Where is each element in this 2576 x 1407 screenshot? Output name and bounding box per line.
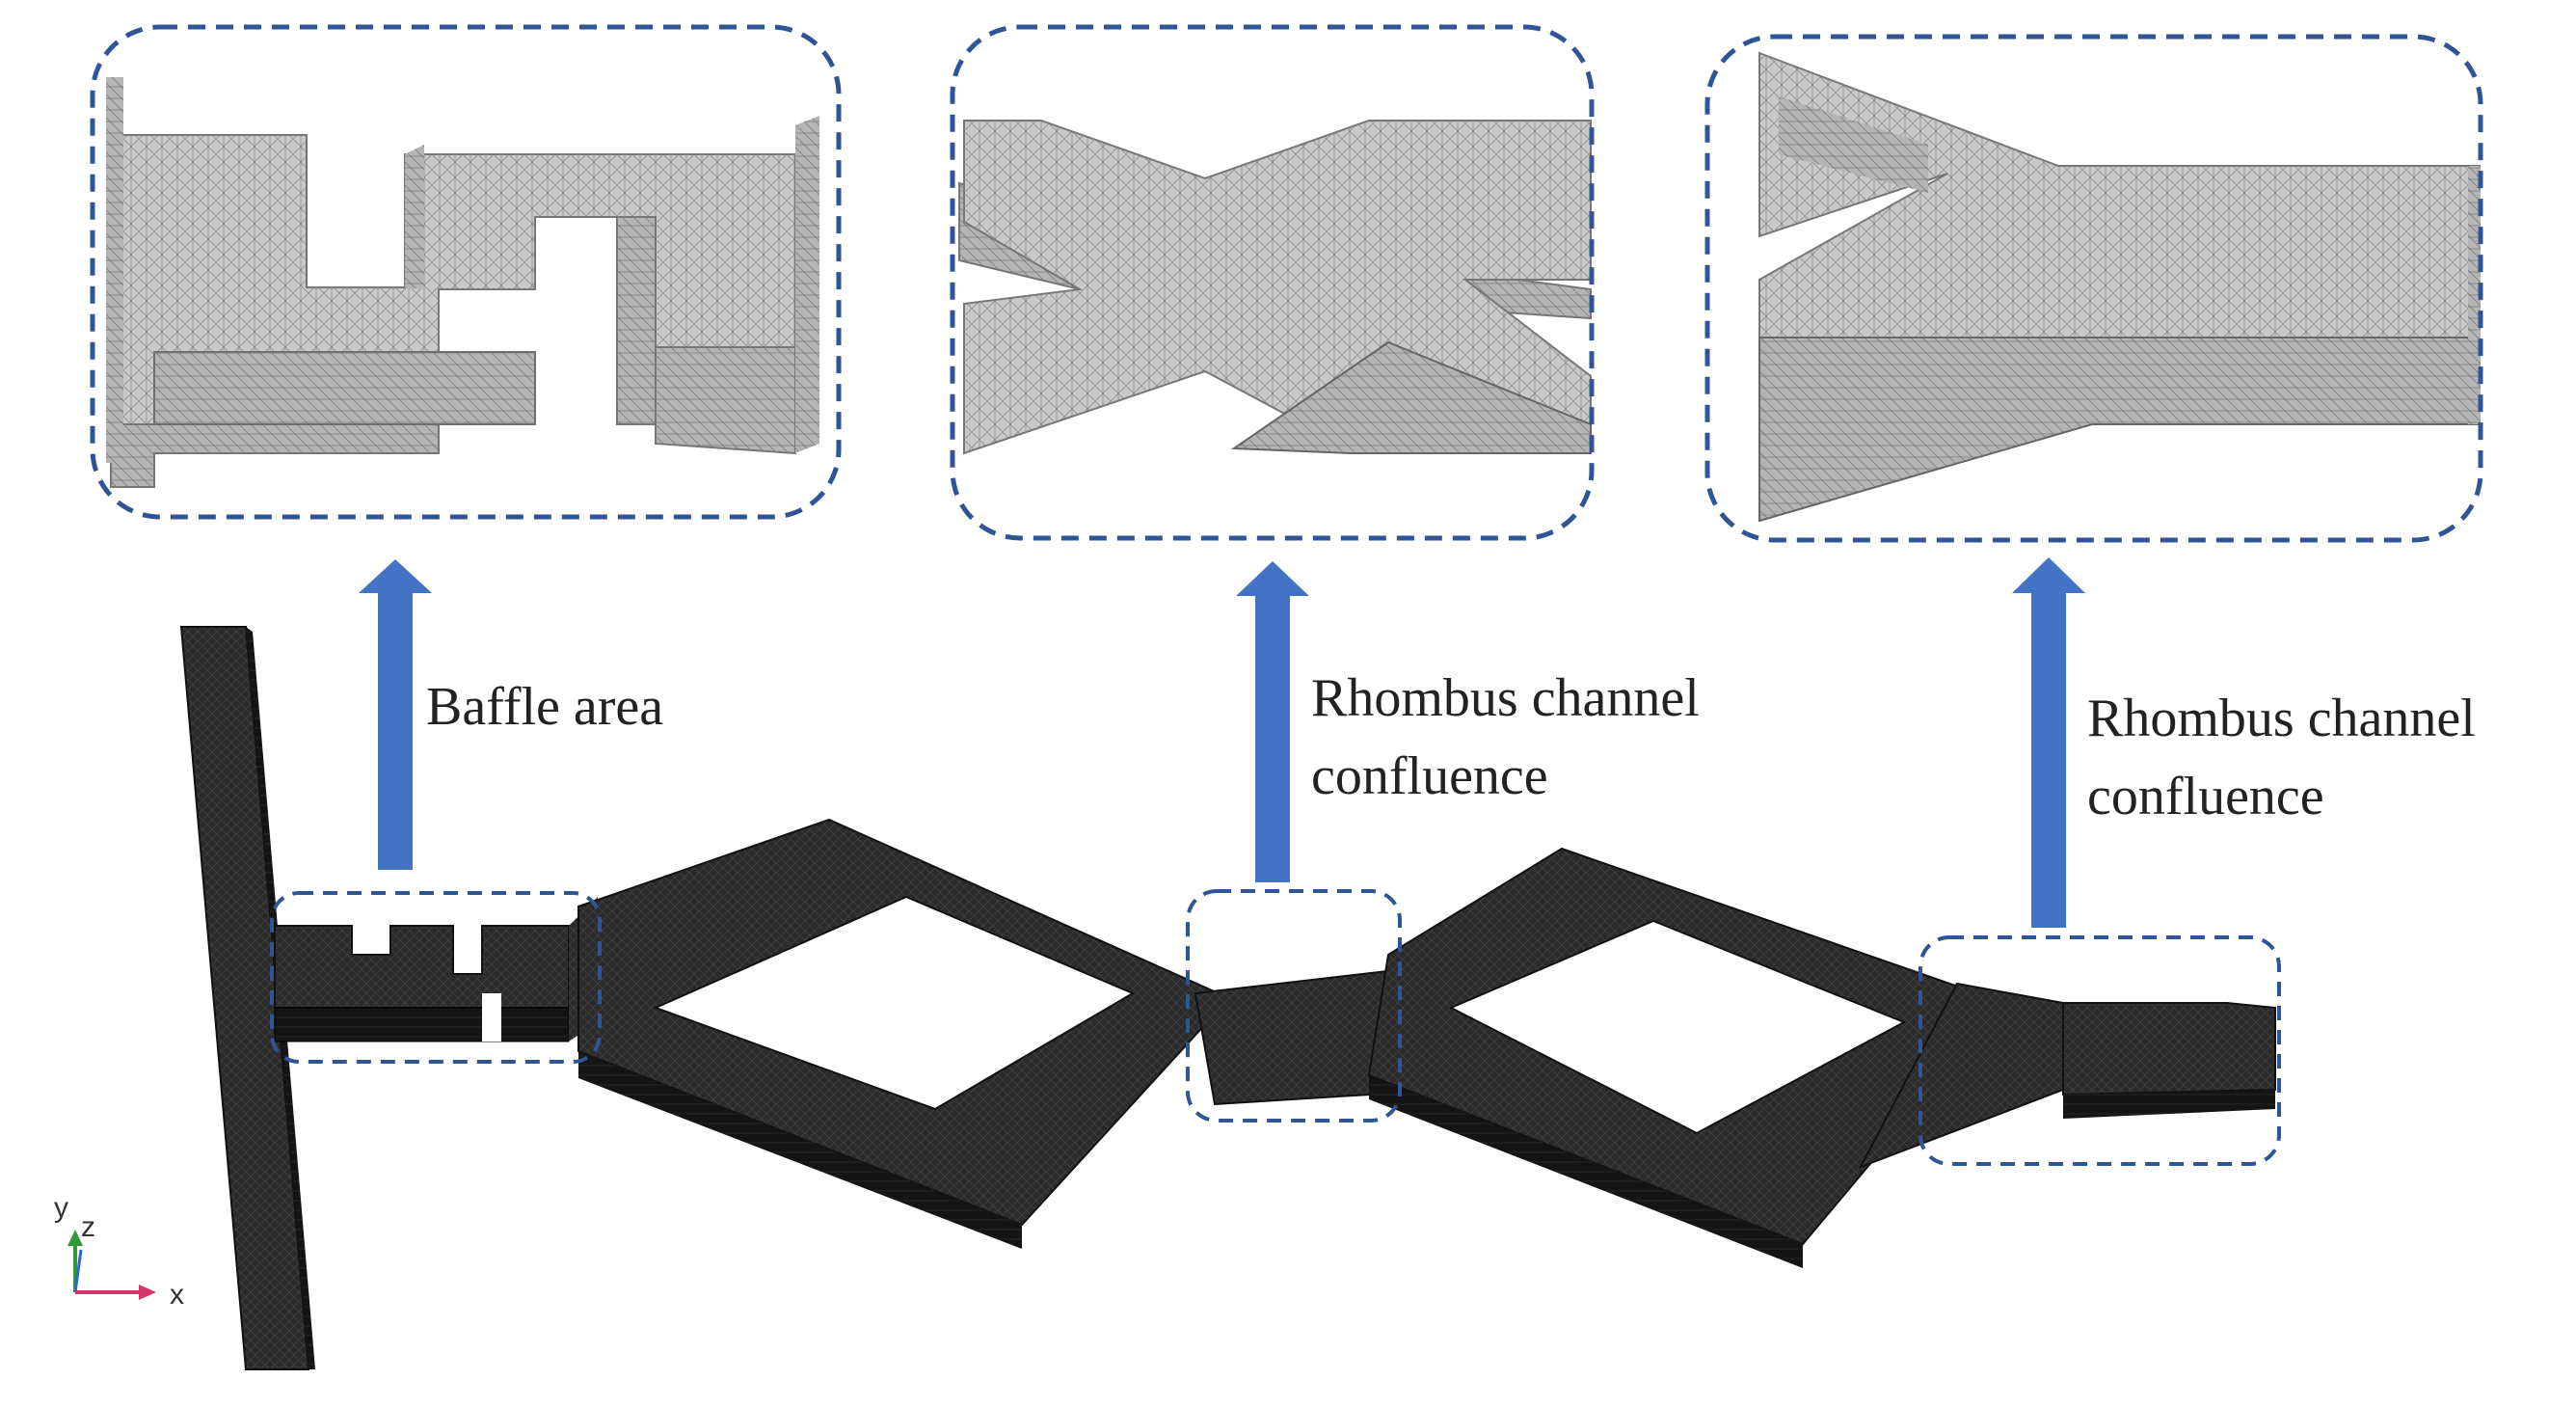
rhombus-confluence-zoom-mesh-1 bbox=[958, 120, 1592, 455]
rhombus-confluence-zoom-panel-2 bbox=[1704, 34, 2483, 543]
full-mesh-model bbox=[179, 626, 2276, 1370]
axis-triad: y z x bbox=[54, 1192, 184, 1311]
rhombus-region-marker-2 bbox=[1919, 935, 2281, 1166]
rhombus-confluence-zoom-mesh-2 bbox=[1758, 51, 2481, 523]
rhombus-confluence-label-1-line-2: confluence bbox=[1311, 746, 1548, 806]
arrow-rhombus-1 bbox=[1236, 561, 1309, 882]
rhombus-confluence-label-1-line-1: Rhombus channel bbox=[1311, 668, 1700, 728]
baffle-area-label: Baffle area bbox=[426, 677, 664, 737]
axis-label-z: z bbox=[81, 1211, 95, 1243]
arrow-rhombus-2 bbox=[2012, 557, 2085, 928]
rhombus-confluence-zoom-panel-1 bbox=[950, 24, 1595, 541]
baffle-zoom-frame bbox=[90, 24, 842, 520]
baffle-region-marker bbox=[270, 891, 602, 1064]
rhombus-confluence-label-2-line-1: Rhombus channel bbox=[2087, 689, 2476, 748]
rhombus-confluence-zoom-frame-1 bbox=[950, 24, 1595, 541]
rhombus-region-marker-1 bbox=[1186, 889, 1402, 1123]
arrow-baffle bbox=[359, 559, 432, 870]
baffle-zoom-mesh bbox=[106, 77, 819, 488]
baffle-zoom-panel bbox=[90, 24, 842, 520]
rhombus-confluence-zoom-frame-2 bbox=[1704, 34, 2483, 543]
axis-label-y: y bbox=[54, 1192, 68, 1224]
axis-label-x: x bbox=[170, 1279, 184, 1311]
rhombus-confluence-label-2-line-2: confluence bbox=[2087, 767, 2324, 826]
